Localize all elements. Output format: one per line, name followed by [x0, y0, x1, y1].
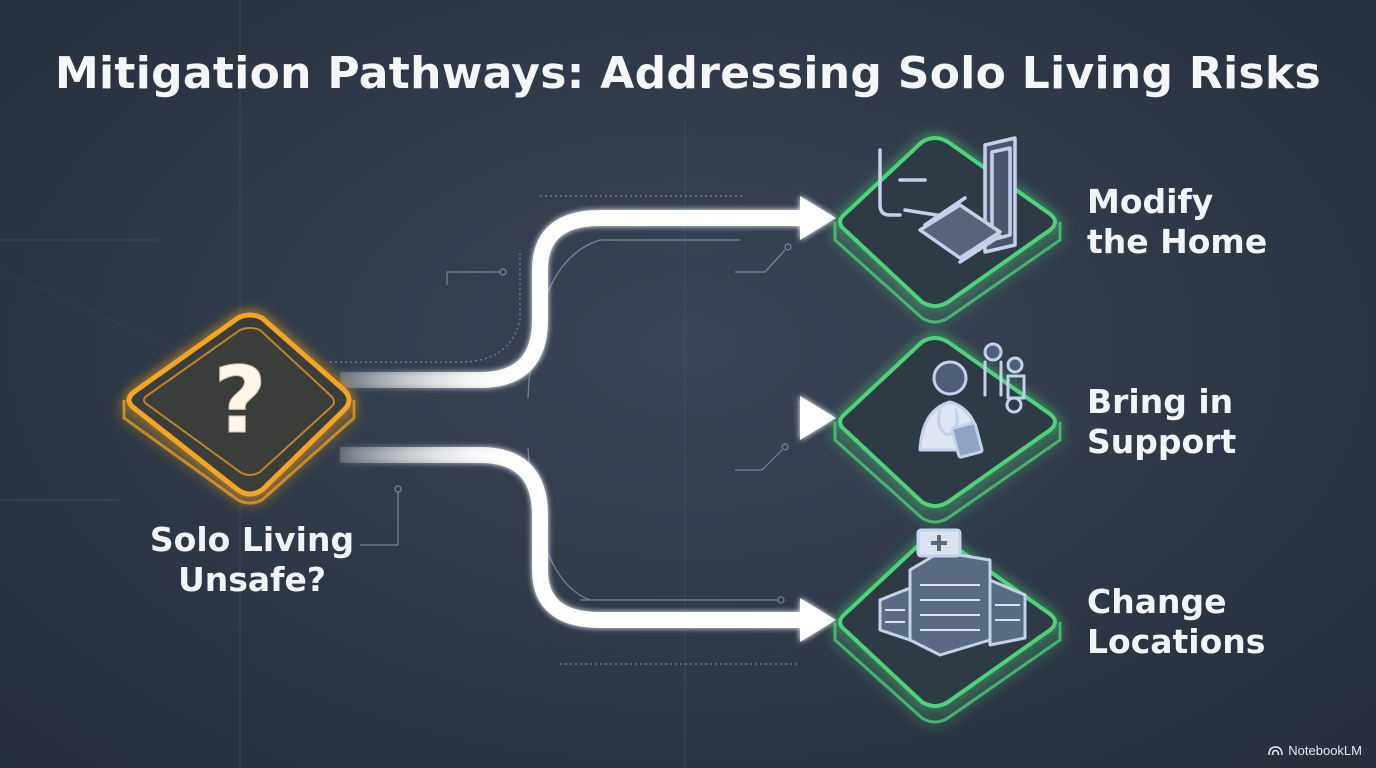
- circuit-decorations: [330, 195, 800, 665]
- arrow-to-modify-home: [340, 210, 815, 388]
- arrow-to-change-locations: [340, 447, 815, 628]
- notebooklm-watermark: NotebookLM: [1268, 743, 1362, 758]
- pathway-label-modify-home: Modify the Home: [1087, 182, 1268, 261]
- decision-node: [122, 312, 356, 505]
- decision-label: Solo Living Unsafe?: [149, 520, 355, 599]
- page-title: Mitigation Pathways: Addressing Solo Liv…: [54, 48, 1322, 99]
- hospital-building-icon: [878, 528, 1027, 657]
- arrowhead-change-locations: [800, 598, 836, 642]
- home-modification-icon: [878, 136, 1017, 264]
- pathway-label-change-locations: Change Locations: [1087, 582, 1266, 661]
- watermark-text: NotebookLM: [1288, 743, 1362, 758]
- arrowhead-modify-home: [800, 196, 836, 240]
- pathway-arrows: [340, 196, 836, 642]
- caregiver-icon: [918, 342, 1026, 459]
- pathway-label-bring-support: Bring in Support: [1087, 382, 1237, 461]
- notebooklm-logo-icon: [1268, 746, 1284, 756]
- question-mark-icon: ?: [213, 347, 266, 454]
- arrowhead-bring-support: [800, 396, 836, 440]
